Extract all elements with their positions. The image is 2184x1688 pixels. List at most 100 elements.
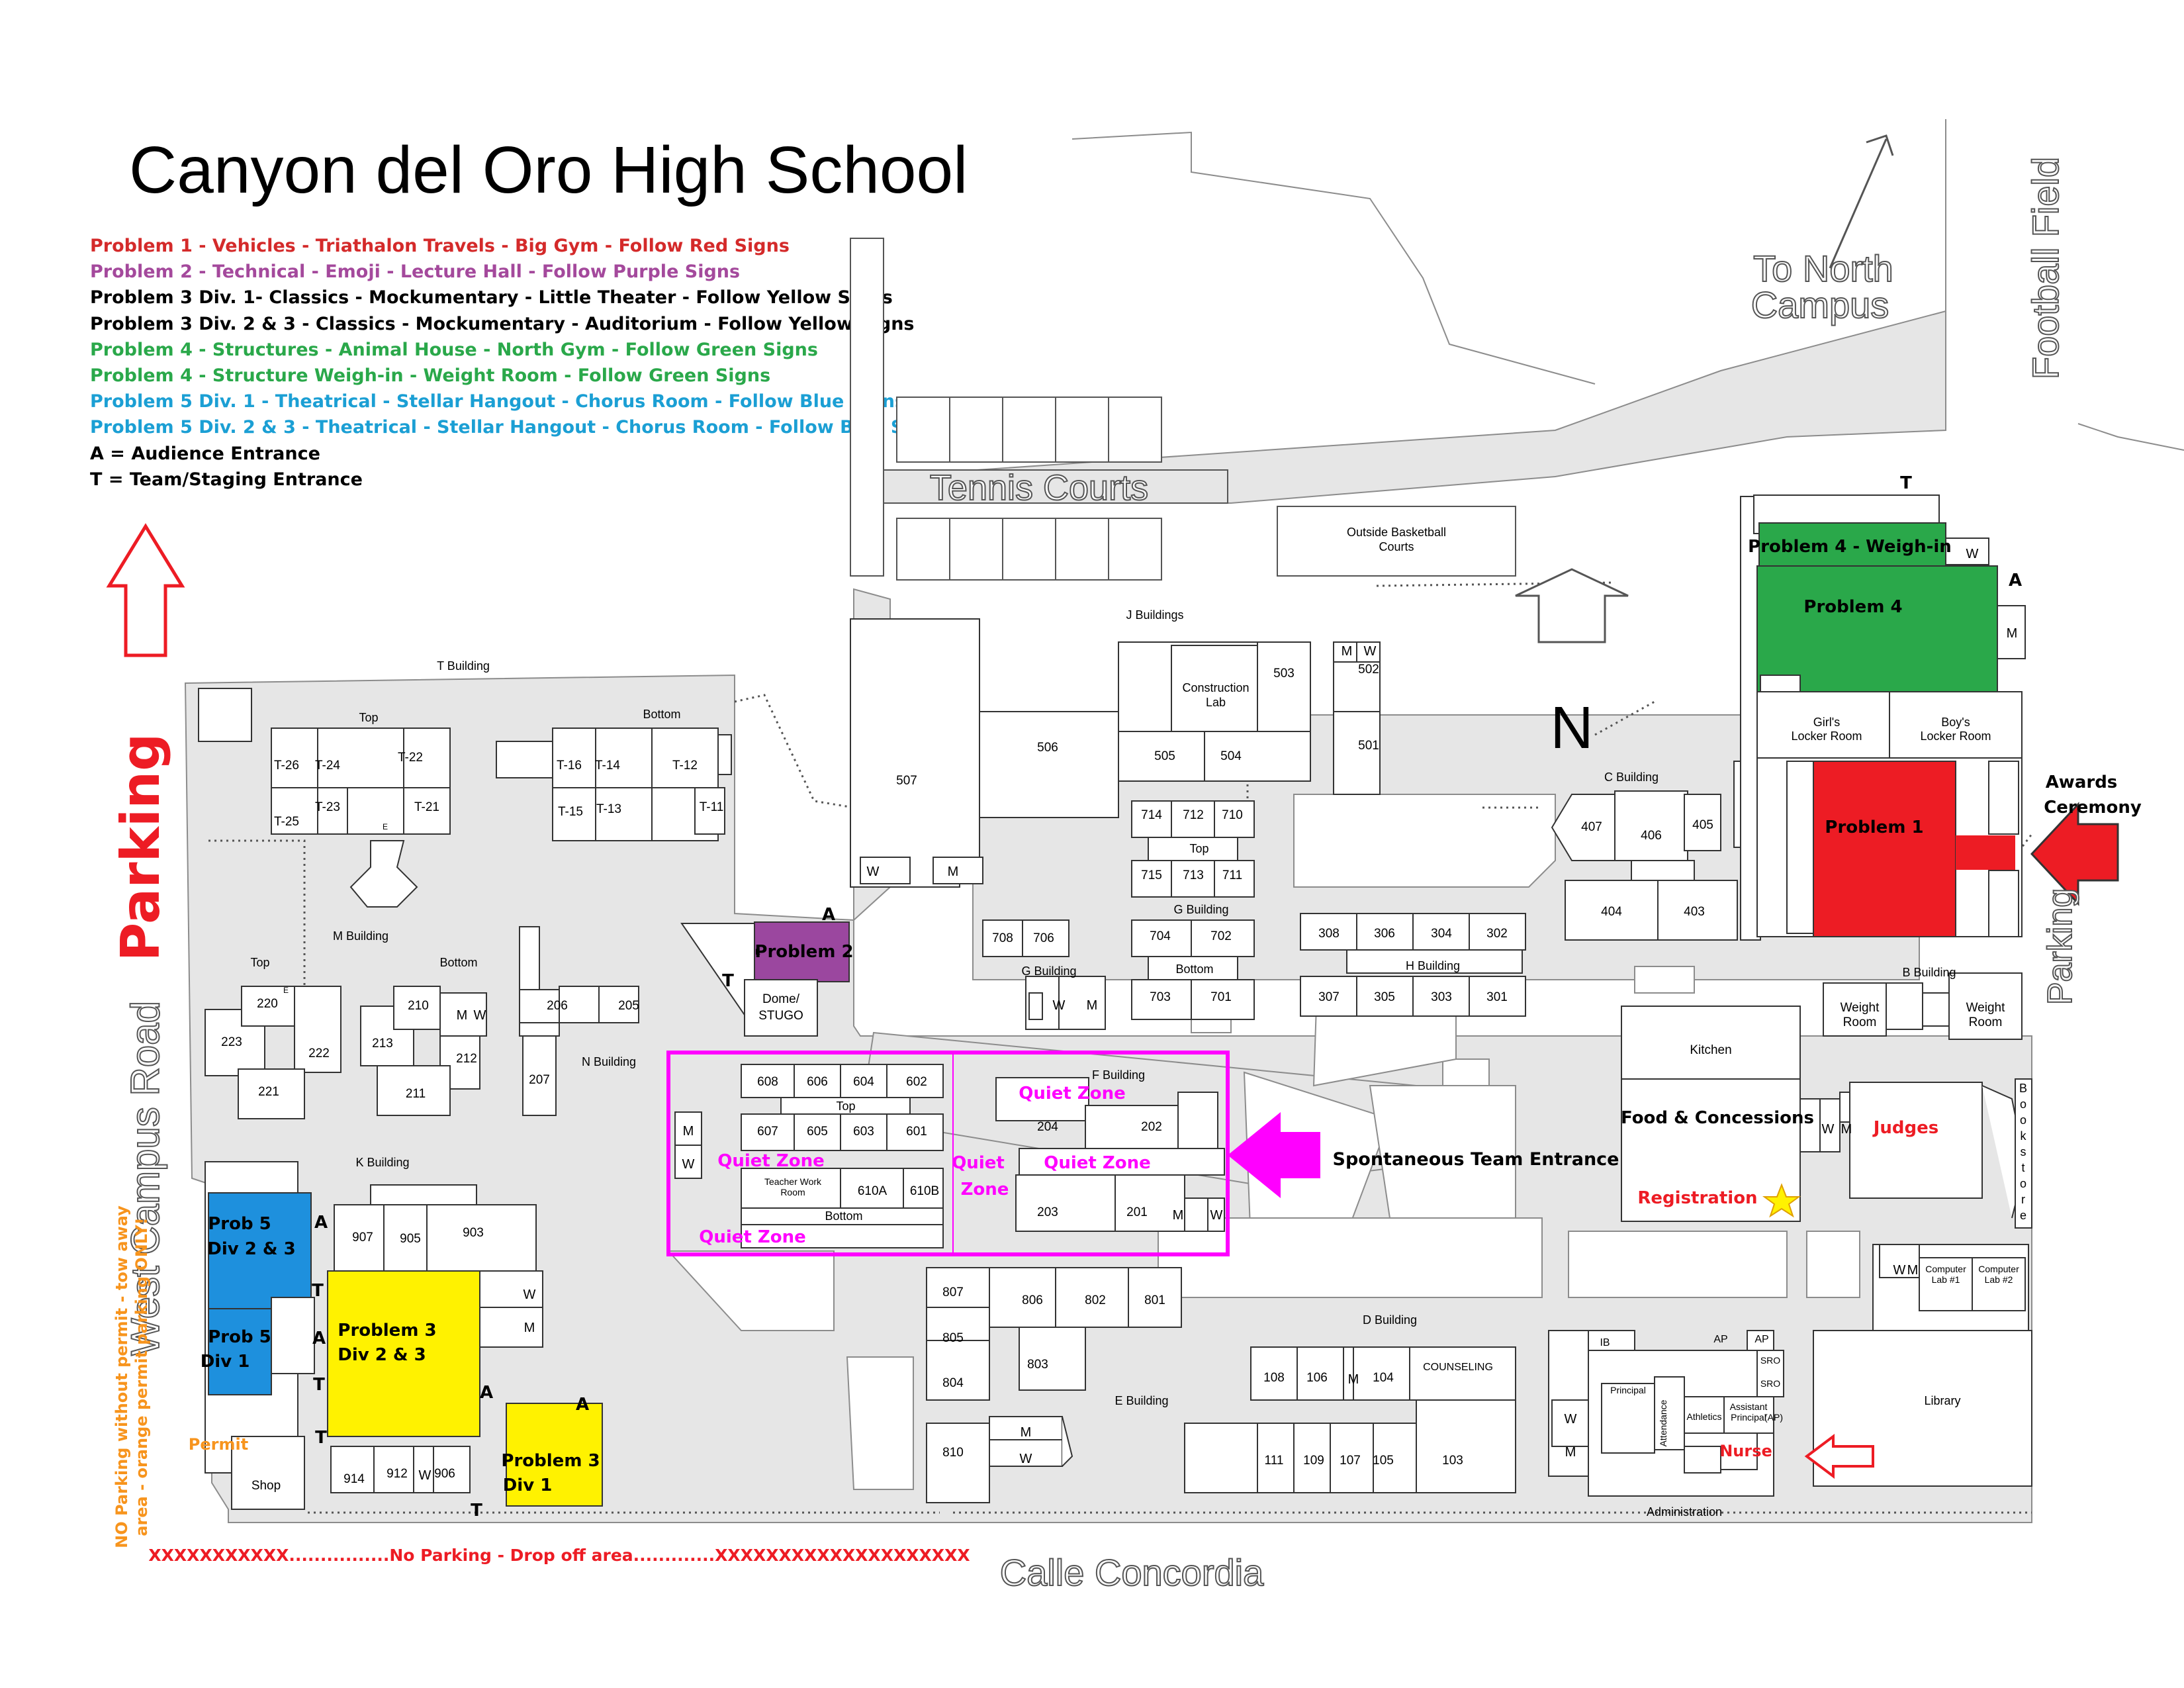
womens-restroom-marker: W xyxy=(1893,1263,1906,1278)
quiet-zone-label: Quiet Zone xyxy=(717,1151,825,1171)
e-label: E xyxy=(283,986,289,995)
m-building xyxy=(205,986,487,1119)
room-number: 905 xyxy=(400,1232,421,1246)
bookstore-letter: r xyxy=(2021,1193,2025,1206)
map-title: Canyon del Oro High School xyxy=(129,133,968,207)
asst-principal-label: Assistant xyxy=(1730,1401,1768,1412)
t-building xyxy=(198,688,732,908)
room-number: 610B xyxy=(910,1184,939,1198)
dome-label: STUGO xyxy=(758,1009,803,1023)
awards-label: Awards xyxy=(2046,773,2118,792)
bookstore-letter: o xyxy=(2020,1177,2026,1190)
womens-restroom-marker: W xyxy=(1565,1412,1577,1427)
room-number: 407 xyxy=(1581,820,1602,834)
problem3-div23-label: Div 2 & 3 xyxy=(338,1345,426,1365)
audience-entrance-marker: A xyxy=(822,905,835,925)
administration-label: Administration xyxy=(1647,1505,1722,1519)
m-building-label: M Building xyxy=(333,929,388,943)
room-number: 806 xyxy=(1022,1293,1043,1307)
room-number: 212 xyxy=(456,1052,477,1066)
room-number: 903 xyxy=(463,1226,484,1240)
bookstore-letter: B xyxy=(2019,1082,2027,1095)
room-number: 501 xyxy=(1358,739,1379,753)
audience-entrance-marker: A xyxy=(312,1329,326,1348)
room-number: 713 xyxy=(1183,868,1204,882)
mens-restroom-marker: M xyxy=(948,865,959,879)
team-entrance-marker: T xyxy=(315,1428,327,1448)
top-label: Top xyxy=(250,956,269,969)
team-entrance-marker: T xyxy=(471,1501,482,1521)
g-building-label: G Building xyxy=(1021,964,1076,978)
room-number: 109 xyxy=(1303,1454,1324,1468)
womens-restroom-marker: W xyxy=(1210,1208,1223,1223)
room-number: 914 xyxy=(343,1472,365,1486)
room-number: 906 xyxy=(434,1467,455,1481)
room-number: 222 xyxy=(308,1047,330,1060)
room-number: 111 xyxy=(1265,1454,1284,1468)
bookstore-letter: t xyxy=(2021,1161,2025,1174)
room-number: 601 xyxy=(906,1125,927,1139)
problem3-div23-label: Problem 3 xyxy=(338,1321,436,1340)
e-building-label: E Building xyxy=(1115,1394,1168,1407)
room-number: T-25 xyxy=(274,815,299,829)
boys-locker-label: Boy's xyxy=(1941,716,1970,729)
team-entrance-marker: T xyxy=(722,971,734,991)
t-building-label: T Building xyxy=(437,659,490,673)
womens-restroom-marker: W xyxy=(1364,644,1377,659)
room-number: 708 xyxy=(992,931,1013,945)
construction-lab-label: Lab xyxy=(1206,696,1226,709)
tennis-courts xyxy=(850,238,1516,581)
room-number: 701 xyxy=(1210,990,1232,1004)
food-concessions-label: Food & Concessions xyxy=(1621,1108,1814,1128)
weight-room-label: Room xyxy=(1843,1015,1877,1029)
womens-restroom-marker: W xyxy=(474,1008,486,1023)
k-building xyxy=(205,1161,603,1510)
room-number: 804 xyxy=(942,1376,964,1390)
womens-restroom-marker: W xyxy=(523,1288,536,1302)
mens-restroom-marker: M xyxy=(1841,1122,1852,1137)
teacher-work-room-label: Teacher Work xyxy=(764,1176,822,1187)
room-number: 912 xyxy=(387,1467,408,1481)
to-north-campus-label: To North xyxy=(1753,248,1893,289)
room-number: 802 xyxy=(1085,1293,1106,1307)
d-building-label: D Building xyxy=(1363,1313,1417,1327)
room-number: T-13 xyxy=(596,802,621,816)
permit-label: Permit xyxy=(189,1435,248,1454)
room-number: 202 xyxy=(1141,1120,1162,1134)
room-number: 303 xyxy=(1431,990,1452,1004)
room-number: 107 xyxy=(1340,1454,1361,1468)
room-number: 714 xyxy=(1141,808,1162,822)
girls-locker-label: Locker Room xyxy=(1791,729,1862,743)
room-number: 306 xyxy=(1374,927,1395,941)
kitchen-label: Kitchen xyxy=(1690,1043,1731,1057)
room-number: 308 xyxy=(1318,927,1340,941)
teacher-work-room-label: Room xyxy=(780,1187,805,1197)
bottom-label: Bottom xyxy=(1175,962,1213,976)
womens-restroom-marker: W xyxy=(1966,547,1979,561)
j-buildings xyxy=(850,618,1381,888)
sro-label: SRO xyxy=(1760,1378,1780,1389)
north-label: N xyxy=(1551,695,1594,761)
bookstore-letter: o xyxy=(2020,1113,2026,1127)
audience-entrance-marker: A xyxy=(576,1395,589,1415)
bookstore-letter: e xyxy=(2020,1209,2026,1222)
room-number: 810 xyxy=(942,1446,964,1460)
nurse-arrow-icon xyxy=(1804,1434,1874,1479)
room-number: 715 xyxy=(1141,868,1162,882)
quiet-zone-label: Zone xyxy=(961,1180,1009,1199)
mens-restroom-marker: M xyxy=(683,1124,694,1139)
k-building-label: K Building xyxy=(355,1156,409,1169)
quiet-zone-label: Quiet Zone xyxy=(1019,1084,1126,1103)
boys-locker-label: Locker Room xyxy=(1920,729,1991,743)
room-number: 805 xyxy=(942,1331,964,1345)
awards-label: Ceremony xyxy=(2044,798,2142,818)
room-number: T-26 xyxy=(274,759,299,773)
e-building xyxy=(926,1267,1182,1503)
room-number: 604 xyxy=(853,1075,874,1089)
dome-label: Dome/ xyxy=(762,992,800,1006)
quiet-zone-label: Quiet xyxy=(952,1153,1005,1173)
legend-item: Problem 5 Div. 1 - Theatrical - Stellar … xyxy=(90,391,906,412)
spontaneous-label: Spontaneous Team Entrance xyxy=(1333,1149,1619,1170)
room-number: 223 xyxy=(221,1035,242,1049)
room-number: 712 xyxy=(1183,808,1204,822)
